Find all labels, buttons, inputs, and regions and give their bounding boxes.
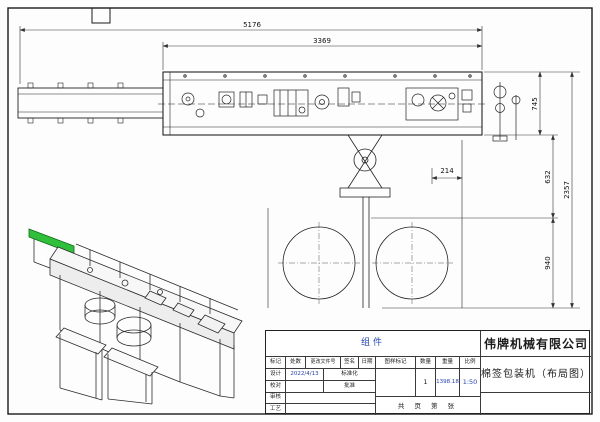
- weight-label: 重量: [436, 357, 460, 369]
- count-label: 处数: [286, 357, 306, 369]
- dim-5176: 5176: [243, 21, 261, 29]
- quantity-value: 1: [416, 369, 436, 397]
- machine-isometric-view: [28, 228, 243, 405]
- stamp-value-empty: [376, 369, 416, 397]
- review-empty: [286, 393, 376, 404]
- machine-top-view: [17, 71, 521, 142]
- infeed-belt-green: [28, 228, 75, 255]
- scale-label: 比例: [460, 357, 481, 369]
- scale-value: 1:50: [460, 369, 481, 397]
- mark-label: 标记: [266, 357, 286, 369]
- design-date: 2022/4/13: [286, 369, 324, 381]
- component-label: 组件: [266, 331, 481, 357]
- roll-stand: [492, 82, 521, 142]
- company-name: 伟牌机械有限公司: [481, 331, 591, 357]
- dim-214: 214: [440, 167, 454, 175]
- dim-3369: 3369: [313, 37, 331, 45]
- weight-value: 1398.18: [436, 369, 460, 397]
- approve-label: 批准: [324, 381, 376, 393]
- process-label: 工艺: [266, 404, 286, 415]
- machine-internals: [181, 87, 473, 121]
- drawing-title: 棉签包装机（布局图）: [481, 357, 591, 393]
- feeder-bowls: [84, 297, 152, 347]
- design-label: 设计: [266, 369, 286, 381]
- proofread-label: 校对: [266, 381, 286, 393]
- dim-2357: 2357: [563, 181, 571, 199]
- process-empty: [286, 404, 376, 415]
- title-block-empty-right: [481, 393, 591, 415]
- dim-632: 632: [544, 170, 552, 183]
- quantity-label: 数量: [416, 357, 436, 369]
- film-roll-section: [267, 134, 463, 308]
- stamp-label: 图样标记: [376, 357, 416, 369]
- title-block: 组件 伟牌机械有限公司 棉签包装机（布局图） 标记 处数 更改文件号 签名 日期…: [265, 330, 591, 415]
- sheet-count-label: 共 页 第 张: [376, 397, 481, 415]
- dim-745: 745: [531, 97, 539, 110]
- dim-940: 940: [544, 256, 552, 269]
- standardization-label: 标准化: [324, 369, 376, 381]
- proofread-empty: [286, 381, 324, 393]
- drawing-frame: [7, 7, 593, 415]
- change-doc-label: 更改文件号: [306, 357, 341, 369]
- dimension-lines: [19, 26, 580, 309]
- date-label: 日期: [359, 357, 376, 369]
- review-label: 审核: [266, 393, 286, 404]
- signature-label: 签名: [341, 357, 359, 369]
- dimension-labels: 5176 3369 214 745 632 940 2357: [243, 21, 571, 270]
